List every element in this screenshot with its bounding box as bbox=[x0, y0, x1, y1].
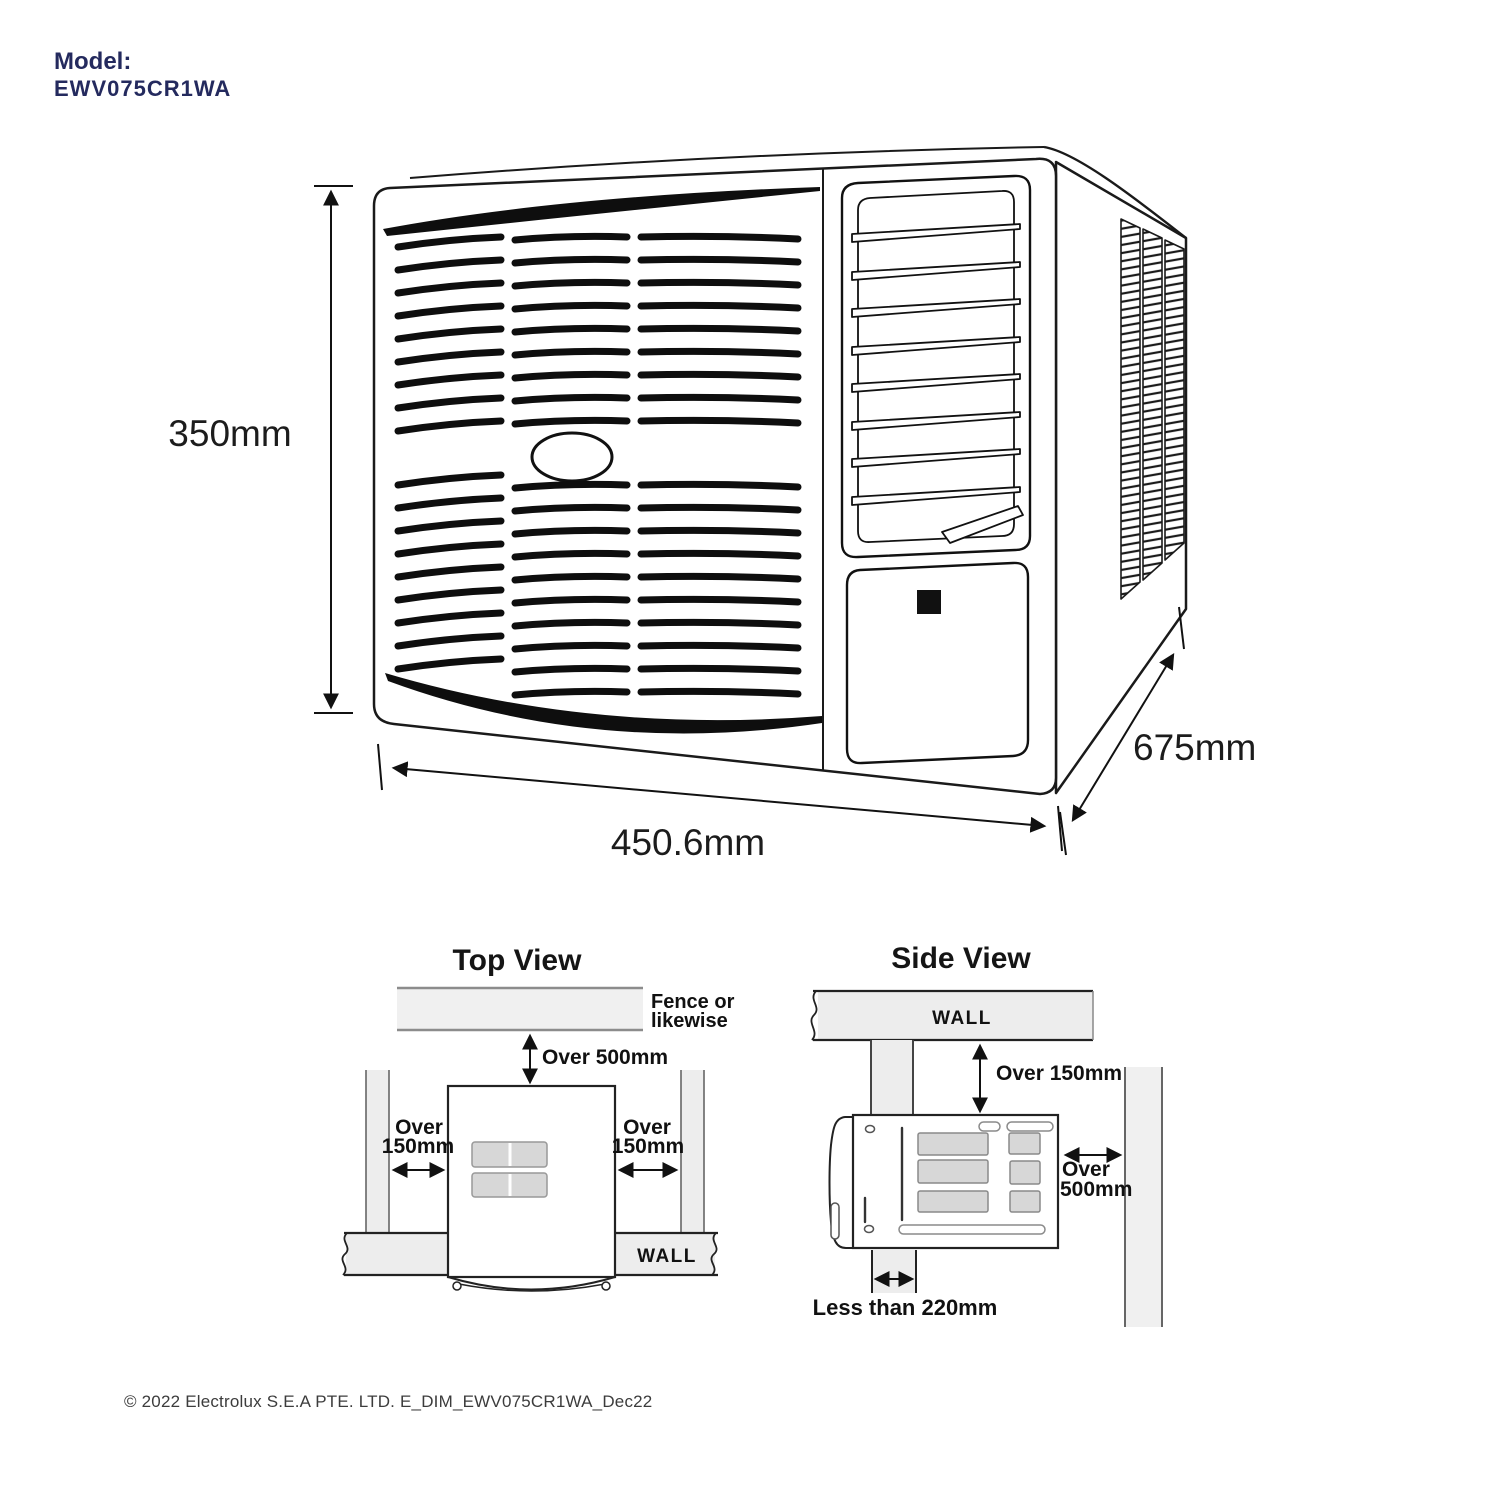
rear-clearance-label-line2: 500mm bbox=[1060, 1178, 1133, 1201]
grille-bottom-band bbox=[385, 673, 822, 734]
ac-unit-isometric bbox=[314, 145, 1188, 856]
front-intake-grille bbox=[383, 187, 822, 734]
fence-label-line1: Fence or bbox=[651, 991, 735, 1013]
wall-bar bbox=[810, 989, 1094, 1042]
unit-outline-side bbox=[828, 1113, 1060, 1250]
top-view-title: Top View bbox=[452, 944, 582, 977]
fence-label-line2: likewise bbox=[651, 1010, 728, 1032]
top-edge-line bbox=[1043, 145, 1187, 239]
control-door bbox=[845, 561, 1030, 765]
width-dimension bbox=[377, 743, 1063, 852]
width-dimension-label: 450.6mm bbox=[610, 822, 766, 863]
model-label: Model: bbox=[54, 48, 132, 75]
right-clearance-label-line2: 150mm bbox=[611, 1135, 685, 1158]
bottom-column bbox=[871, 1250, 917, 1293]
bottom-clearance-label: Less than 220mm bbox=[812, 1295, 998, 1320]
left-clearance-label-line2: 150mm bbox=[381, 1135, 455, 1158]
bottom-wall-right bbox=[615, 1231, 718, 1277]
swing-vane bbox=[941, 505, 1024, 544]
front-clearance-label: Over 500mm bbox=[542, 1046, 669, 1069]
rear-clearance-label-line1: Over bbox=[1062, 1158, 1110, 1181]
unit-slots-side bbox=[898, 1121, 1054, 1235]
outlet-louver bbox=[840, 174, 1032, 559]
left-clearance-label-line1: Over bbox=[395, 1116, 443, 1139]
side-view-title: Side View bbox=[891, 942, 1031, 975]
model-number: EWV075CR1WA bbox=[54, 76, 232, 101]
display-window bbox=[917, 590, 941, 614]
top-view-diagram bbox=[341, 986, 718, 1292]
left-wall-strip bbox=[365, 1070, 390, 1232]
height-dimension-label: 350mm bbox=[168, 413, 292, 454]
brand-badge-oval bbox=[530, 431, 614, 483]
bottom-wall-left bbox=[341, 1231, 448, 1277]
rear-wall-bar bbox=[1124, 1067, 1163, 1327]
top-clearance-label: Over 150mm bbox=[996, 1062, 1123, 1085]
side-view-diagram bbox=[810, 989, 1163, 1327]
copyright-text: © 2022 Electrolux S.E.A PTE. LTD. E_DIM_… bbox=[124, 1392, 653, 1411]
right-wall-strip bbox=[680, 1070, 705, 1232]
unit-vents-side bbox=[917, 1132, 1041, 1213]
grille-top-band bbox=[383, 187, 820, 236]
height-dimension bbox=[314, 185, 353, 714]
top-view-wall-label: WALL bbox=[637, 1246, 697, 1267]
top-face-line bbox=[409, 146, 1045, 179]
side-vent-grille bbox=[1120, 218, 1185, 600]
depth-dimension-label: 675mm bbox=[1133, 727, 1257, 768]
side-view-wall-label: WALL bbox=[932, 1008, 992, 1029]
unit-outline-top bbox=[446, 1084, 617, 1292]
dimension-lines bbox=[314, 185, 1185, 856]
unit-front-curve bbox=[447, 1276, 616, 1292]
wall-column bbox=[870, 1040, 914, 1116]
fence-bar bbox=[397, 986, 643, 1032]
depth-dimension bbox=[1059, 606, 1185, 856]
side-panel bbox=[1054, 160, 1188, 795]
right-clearance-label-line1: Over bbox=[623, 1116, 671, 1139]
unit-vents-top bbox=[471, 1141, 548, 1198]
